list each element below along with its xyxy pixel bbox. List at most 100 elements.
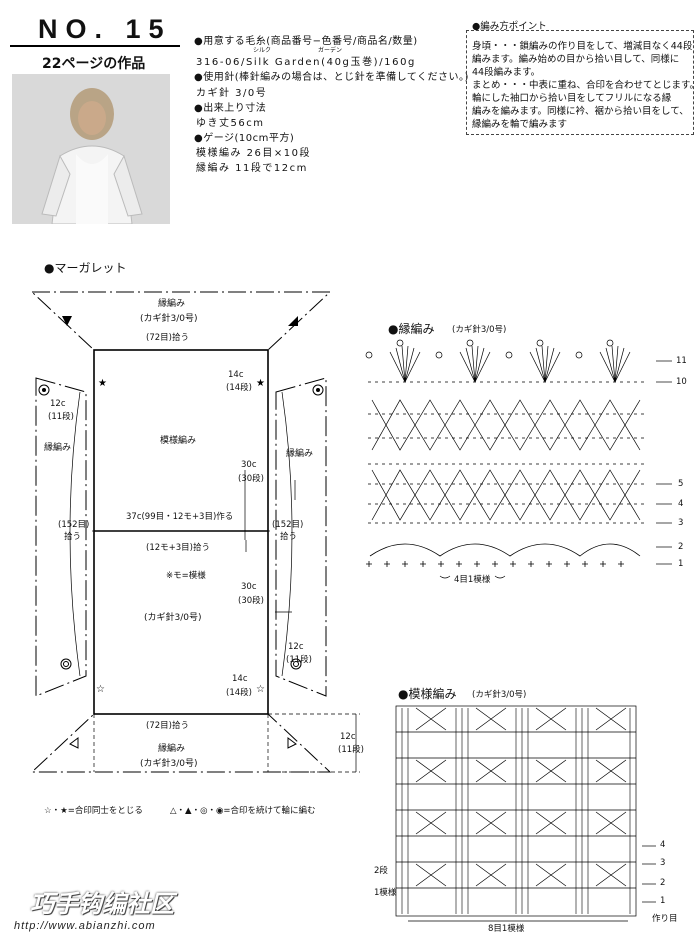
needle-mid-label: (カギ針3/0号) <box>144 613 202 623</box>
needle-heading: ●使用針(棒針編みの場合は、とじ針を準備してください。) <box>194 72 469 83</box>
side12-label: 12c <box>340 732 356 742</box>
needle-bot-label: (カギ針3/0号) <box>140 759 198 769</box>
notes-line: 縁編みを輪で編みます <box>472 119 568 130</box>
triangle-filled-icon <box>62 316 72 326</box>
notes-box <box>466 30 694 135</box>
yarn-heading: ●用意する毛糸(商品番号−色番号/商品名/数量) <box>194 36 418 47</box>
br-size-label: 14c <box>232 674 248 684</box>
triangle-filled-icon <box>288 316 298 326</box>
side12-sub: (11段) <box>338 745 364 755</box>
pattern-label: 模様編み <box>160 436 197 446</box>
size30-top: 30c <box>241 460 257 470</box>
pattern-number: NO. 15 <box>38 14 172 44</box>
right-152-label: (152目) <box>272 520 304 530</box>
right-sleeve-border <box>275 377 327 697</box>
cast-on-label: 37c(99目・12モ+3目)作る <box>126 512 234 522</box>
row-label: 10 <box>676 377 687 387</box>
watermark-url: http://www.abianzhi.com <box>14 920 156 932</box>
notes-line: 身頃・・・鎖編みの作り目をして、増減目なく44段 <box>472 41 693 52</box>
left-curve <box>69 391 81 677</box>
border-repeat-label: 4目1模様 <box>454 575 491 585</box>
pattern-row-label: 2 <box>660 878 666 888</box>
row-label: 4 <box>678 499 684 509</box>
triangle-outline-icon <box>287 737 297 749</box>
model-figure <box>12 74 170 224</box>
notes-line: 輪にした袖口から拾い目をしてフリルになる縁 <box>472 93 672 104</box>
rr-size-label: 12c <box>288 642 304 652</box>
triangle-outline-icon <box>69 737 79 749</box>
star-filled-icon: ★ <box>256 378 265 389</box>
pattern-chart-title: ●模様編み <box>398 687 457 701</box>
pick-mid-label: (12モ+3目)拾う <box>146 543 210 553</box>
needle-top-label: (カギ針3/0号) <box>140 314 198 324</box>
legend-stars: ☆・★=合印同士をとじる <box>44 806 143 816</box>
mo-note: ※モ=模様 <box>166 571 206 581</box>
notes-line: 編みます。編み始めの目から拾い目して、同様に <box>472 54 680 65</box>
chart-row-1 <box>366 561 624 567</box>
notes-heading: ●編み方ポイント <box>470 20 549 33</box>
border-chart-title: ●縁編み <box>388 322 435 336</box>
left-rows-label: 12c <box>50 399 66 409</box>
row-label: 11 <box>676 356 687 366</box>
chart-row-2 <box>369 543 641 557</box>
title-underline <box>10 45 180 47</box>
bottom-border-outline <box>30 713 332 773</box>
pattern-chart-needle: (カギ針3/0号) <box>472 690 527 700</box>
left-152-sub: 拾う <box>64 532 82 542</box>
right-border-label: 縁編み <box>286 449 314 459</box>
row-label: 3 <box>678 518 684 528</box>
notes-line: まとめ・・・中表に重ね、合印を合わせてとじます。 <box>472 80 700 91</box>
pattern-row-label: 4 <box>660 840 666 850</box>
star-filled-icon: ★ <box>98 378 107 389</box>
right-curve <box>281 391 293 677</box>
row-label: 5 <box>678 479 684 489</box>
row-label: 1 <box>678 559 684 569</box>
pick-bot-label: (72目)拾う <box>146 721 189 731</box>
pattern-left-repeat: 1模様 <box>374 888 397 898</box>
pattern-grid-frame <box>395 705 637 917</box>
notes-line: 44段編みます。 <box>472 67 541 78</box>
left-rows-sub: (11段) <box>48 412 74 422</box>
schematic-title: ●マーガレット <box>44 261 127 275</box>
br-size-sub: (14段) <box>226 688 252 698</box>
yarn-line: 316-06/Silk Garden(40g玉巻)/160g <box>196 57 416 68</box>
right-152-sub: 拾う <box>280 532 298 542</box>
pattern-repeat-label: 8目1模様 <box>488 924 525 934</box>
legend-marks: △・▲・◎・◉=合印を続けて輪に編む <box>170 806 316 816</box>
ruby-silk: シルク <box>253 47 272 54</box>
left-152-label: (152目) <box>58 520 90 530</box>
left-border-label: 縁編み <box>44 443 72 453</box>
tl-size-sub: (14段) <box>226 383 252 393</box>
watermark-logo-text: 巧手钩编社区 <box>30 892 174 918</box>
pattern-row-label: 1 <box>660 896 666 906</box>
star-outline-icon: ☆ <box>96 684 105 695</box>
row-label: 2 <box>678 542 684 552</box>
pattern-verticals <box>401 708 631 914</box>
size-line: ゆき丈56cm <box>196 118 265 129</box>
needle-line: カギ針 3/0号 <box>196 88 268 99</box>
pattern-left-rows: 2段 <box>374 866 388 876</box>
star-outline-icon: ☆ <box>256 684 265 695</box>
rr-size-sub: (11段) <box>286 655 312 665</box>
border-chart-needle: (カギ針3/0号) <box>452 325 507 335</box>
pattern-crosses <box>415 707 627 887</box>
gauge-heading: ●ゲージ(10cm平方) <box>194 133 295 144</box>
size30-top-sub: (30段) <box>238 474 264 484</box>
left-sleeve-border <box>35 377 87 697</box>
pick-top-label: (72目)拾う <box>146 333 189 343</box>
size30-bot: 30c <box>241 582 257 592</box>
border-top-label: 縁編み <box>158 299 186 309</box>
size-heading: ●出来上り寸法 <box>194 103 267 114</box>
size30-bot-sub: (30段) <box>238 596 264 606</box>
chart-lattice <box>368 381 645 524</box>
tl-size-label: 14c <box>228 370 244 380</box>
top-border-outline <box>30 291 332 351</box>
border-bot-label: 縁編み <box>158 744 186 754</box>
ruby-garden: ガーデン <box>318 47 343 54</box>
gauge-line-1: 模様編み 26目×10段 <box>196 148 312 159</box>
pattern-start-label: 作り目 <box>652 914 678 924</box>
pattern-row-label: 3 <box>660 858 666 868</box>
